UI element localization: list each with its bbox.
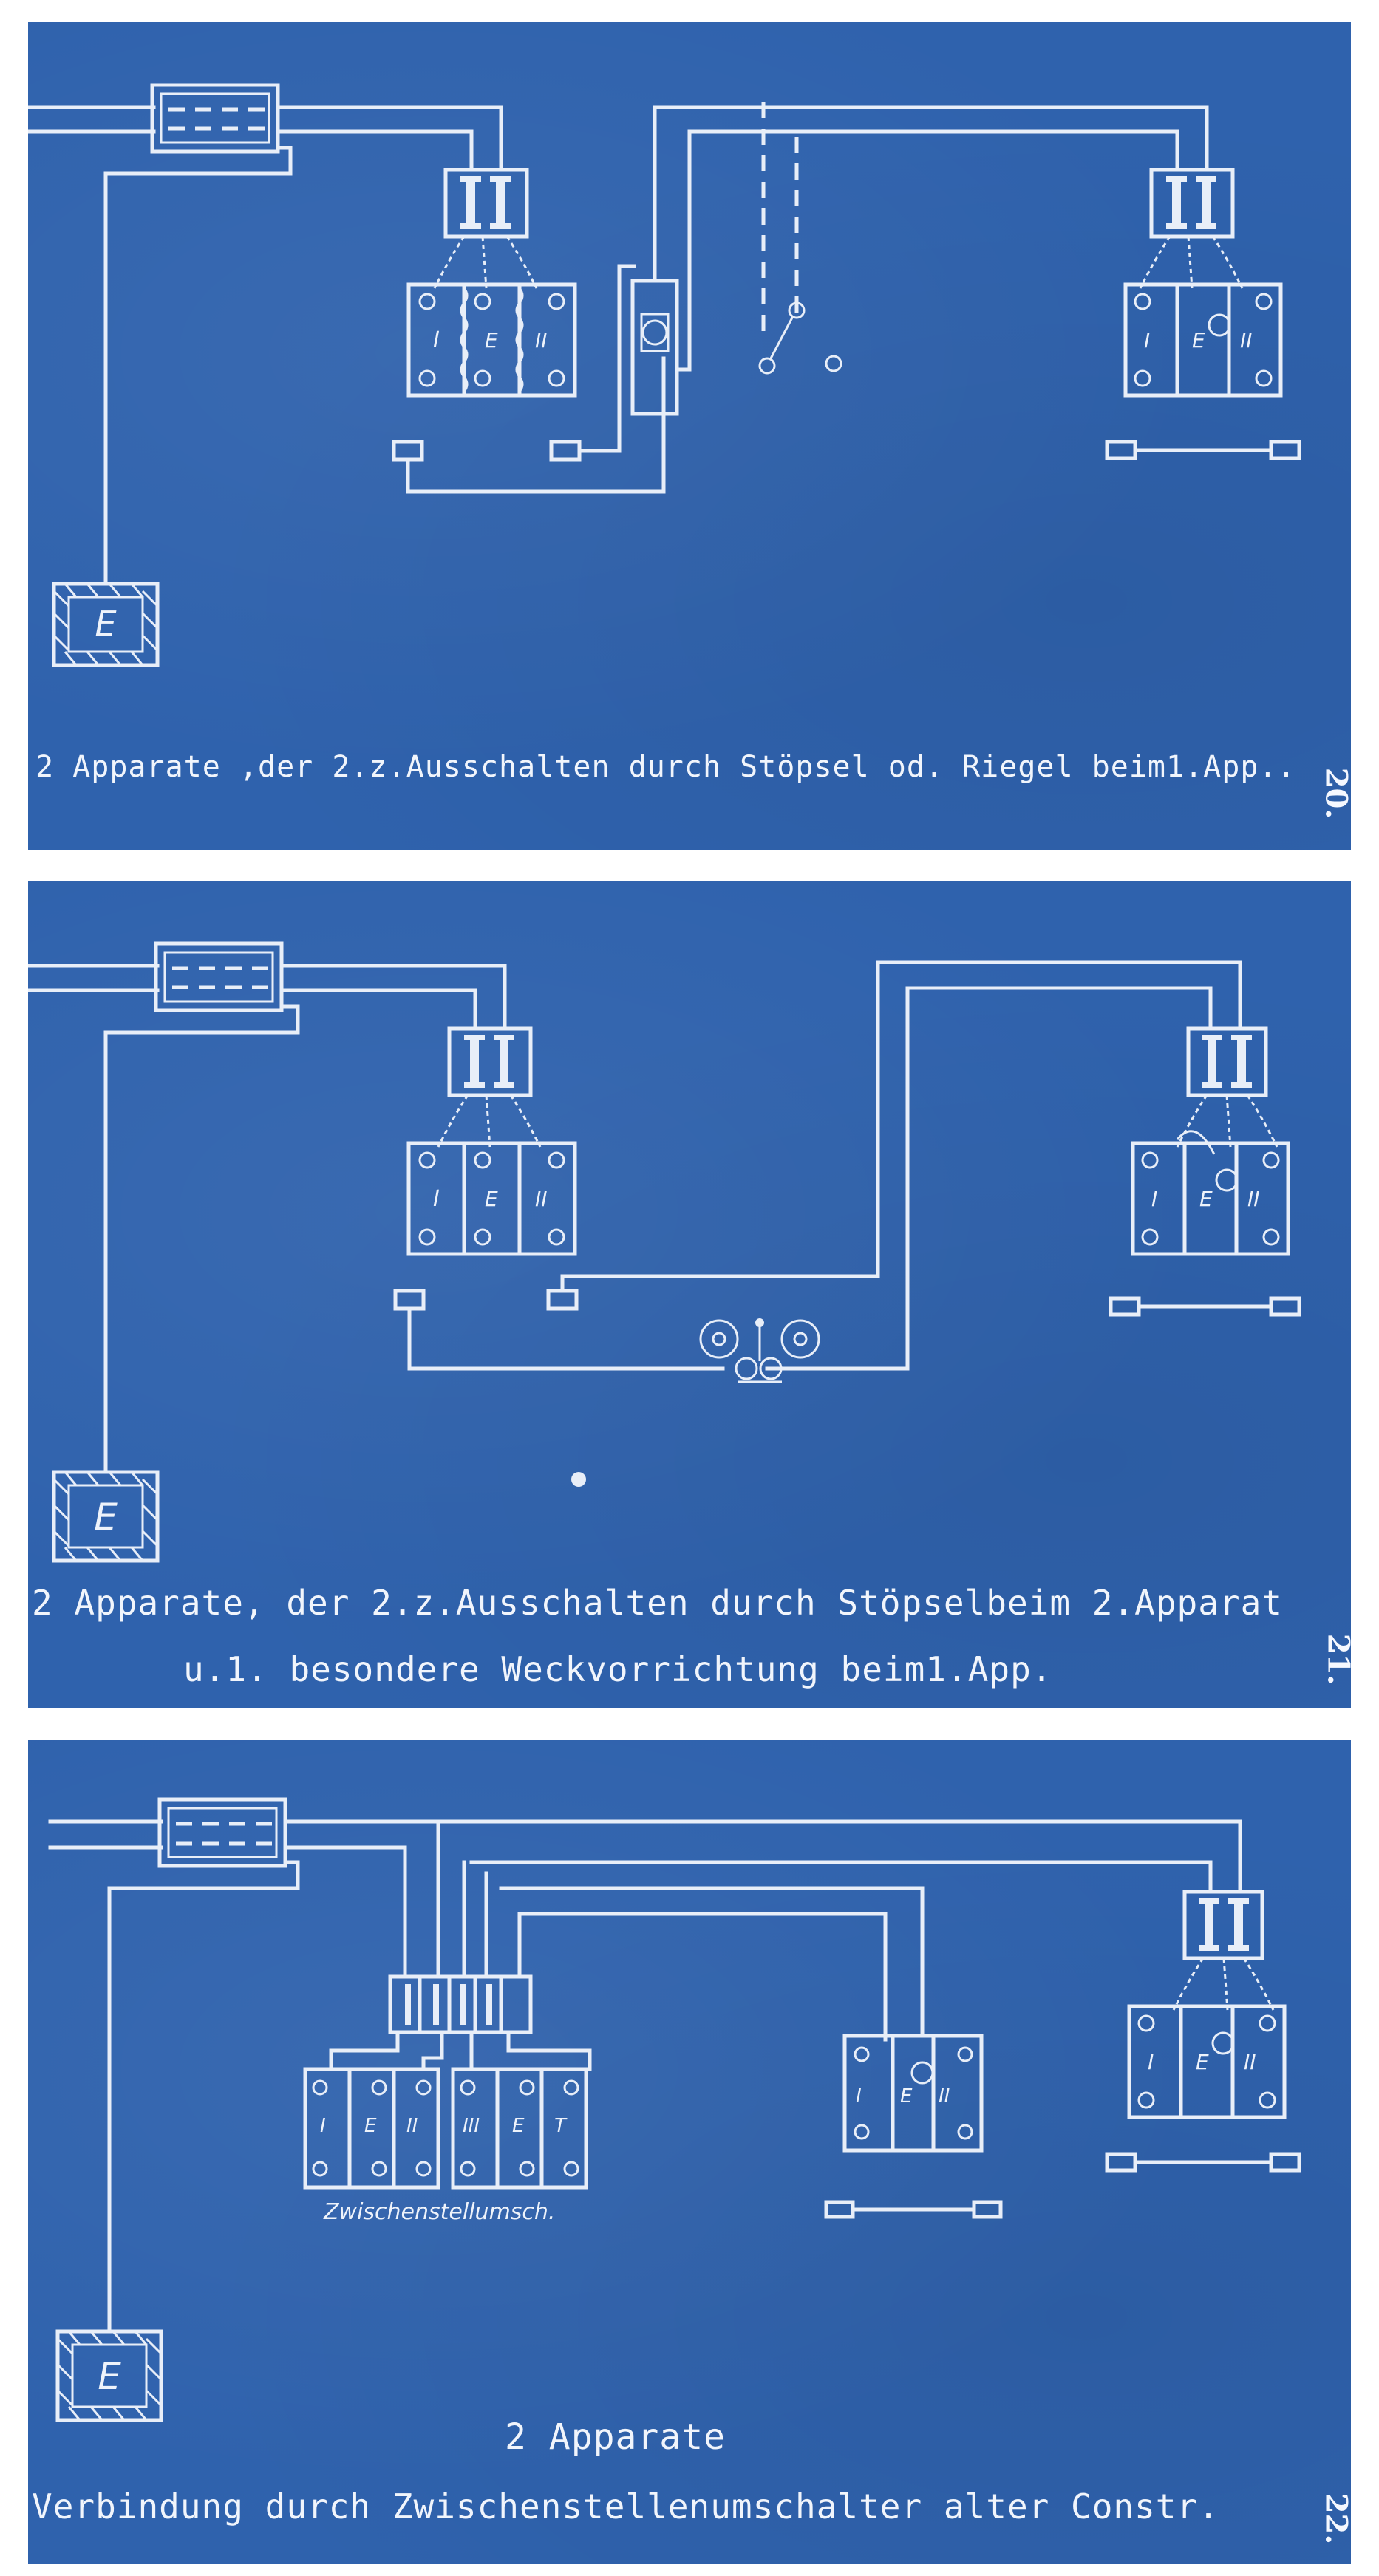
svg-text:I: I — [856, 2085, 862, 2108]
figure-number-22: 22. — [1318, 2492, 1354, 2545]
svg-text:E: E — [1192, 328, 1205, 352]
apparatus-middle-terminal-block: I E II — [842, 2034, 984, 2153]
caption-22-line-1: 2 Apparate — [505, 2416, 726, 2458]
svg-text:I: I — [433, 327, 440, 353]
lightning-protector — [154, 941, 284, 1012]
svg-text:II: II — [535, 1187, 548, 1211]
apparatus-1-terminal-block: I E II — [406, 282, 577, 398]
plug-switch — [630, 279, 679, 416]
bell-icon — [699, 1318, 820, 1383]
svg-text:E: E — [485, 1187, 498, 1211]
apparatus-2-terminal-block: I E II — [1127, 2004, 1287, 2119]
svg-text:II: II — [1244, 2050, 1256, 2074]
switch-label: Zwischenstellumsch. — [323, 2199, 555, 2225]
svg-text:I: I — [433, 1186, 440, 1212]
apparatus-2-fuses — [1149, 168, 1235, 239]
caption-22-line-2: Verbindung durch Zwischenstellenumschalt… — [32, 2487, 1219, 2526]
wiring-diagram-21: E I E II — [28, 941, 1301, 1563]
svg-text:I: I — [320, 2115, 326, 2137]
svg-text:III: III — [463, 2115, 480, 2137]
apparatus-1-terminal-block: I E II — [406, 1141, 577, 1256]
svg-text:E: E — [485, 328, 498, 352]
svg-text:E: E — [900, 2085, 913, 2108]
apparatus-2-fuses — [1182, 1890, 1264, 1960]
diagram-panel-20: E I E II — [28, 22, 1354, 850]
apparatus-1-fuses — [443, 168, 529, 239]
earth-label: E — [95, 604, 116, 644]
apparatus-2-terminal-block: I E II — [1123, 282, 1283, 398]
earth-label: E — [94, 1496, 118, 1539]
apparatus-2-terminal-block: I E II — [1131, 1141, 1290, 1256]
svg-text:E: E — [512, 2115, 525, 2137]
apparatus-1-fuses — [447, 1026, 533, 1097]
svg-text:I: I — [1151, 1187, 1157, 1211]
svg-text:I: I — [1148, 2050, 1154, 2074]
earth-plate: E — [52, 582, 160, 667]
svg-text:II: II — [1240, 328, 1253, 352]
svg-text:E: E — [1199, 1187, 1213, 1211]
wiring-diagram-22: E — [48, 1797, 1301, 2422]
svg-text:II: II — [1247, 1187, 1260, 1211]
svg-text:I: I — [1144, 328, 1150, 352]
wiring-diagram-20: E I E II — [28, 83, 1301, 667]
intermediate-switch-terminal-block: I E II III E T — [303, 2067, 588, 2190]
diagram-panel-21: E I E II — [28, 881, 1355, 1708]
caption-20: 2 Apparate ,der 2.z.Ausschalten durch St… — [35, 750, 1296, 784]
lightning-protector — [157, 1797, 287, 1868]
lightning-protector — [150, 83, 280, 154]
earth-label: E — [98, 2355, 121, 2398]
svg-text:II: II — [535, 328, 548, 352]
apparatus-2-fuses — [1186, 1026, 1268, 1097]
earth-plate: E — [52, 1470, 160, 1563]
caption-21-line-2: u.1. besondere Weckvorrichtung beim1.App… — [183, 1649, 1053, 1689]
figure-number-20: 20. — [1318, 767, 1354, 820]
earth-plate: E — [55, 2329, 163, 2422]
caption-21-line-1: 2 Apparate, der 2.z.Ausschalten durch St… — [32, 1583, 1283, 1623]
svg-text:E: E — [1196, 2050, 1209, 2074]
intermediate-switch-fuses — [388, 1974, 533, 2034]
figure-number-21: 21. — [1321, 1633, 1356, 1686]
svg-text:II: II — [406, 2115, 418, 2137]
diagram-panel-22: E — [28, 1740, 1354, 2564]
svg-text:E: E — [364, 2115, 377, 2137]
svg-text:II: II — [939, 2085, 950, 2108]
svg-text:T: T — [554, 2115, 568, 2137]
